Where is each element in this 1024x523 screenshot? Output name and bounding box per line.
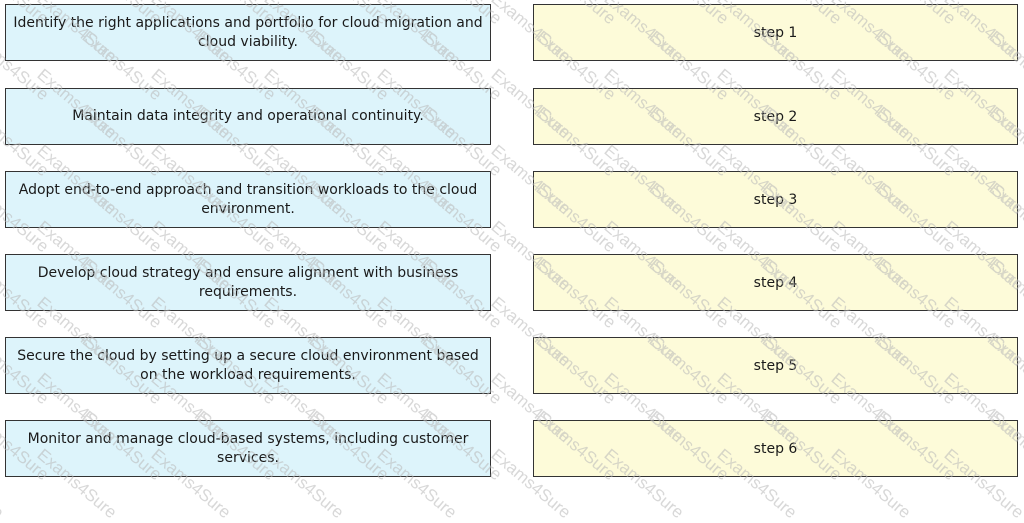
drag-drop-board: Identify the right applications and port… <box>5 4 1018 477</box>
answer-item-label: Monitor and manage cloud-based systems, … <box>27 430 469 466</box>
drop-target-label: step 3 <box>753 191 798 208</box>
drop-target-step-5[interactable]: step 5 <box>533 337 1018 394</box>
answer-item-monitor-and-manage[interactable]: Monitor and manage cloud-based systems, … <box>5 420 491 477</box>
answer-item-identify-applications[interactable]: Identify the right applications and port… <box>5 4 491 61</box>
answer-item-develop-cloud-strategy[interactable]: Develop cloud strategy and ensure alignm… <box>5 254 491 311</box>
drop-target-label: step 4 <box>753 274 798 291</box>
drop-target-step-1[interactable]: step 1 <box>533 4 1018 61</box>
drop-target-label: step 5 <box>753 357 798 374</box>
drop-target-label: step 6 <box>753 440 798 457</box>
answer-item-label: Maintain data integrity and operational … <box>72 108 424 124</box>
drop-target-label: step 1 <box>753 24 798 41</box>
answer-item-secure-the-cloud[interactable]: Secure the cloud by setting up a secure … <box>5 337 491 394</box>
answer-item-maintain-data-integrity[interactable]: Maintain data integrity and operational … <box>5 88 491 145</box>
answer-item-label: Secure the cloud by setting up a secure … <box>17 347 479 383</box>
drop-target-label: step 2 <box>753 108 798 125</box>
drop-target-step-4[interactable]: step 4 <box>533 254 1018 311</box>
drop-target-step-6[interactable]: step 6 <box>533 420 1018 477</box>
answer-item-label: Develop cloud strategy and ensure alignm… <box>37 264 459 300</box>
answer-item-label: Identify the right applications and port… <box>13 14 483 50</box>
drop-target-step-3[interactable]: step 3 <box>533 171 1018 228</box>
drop-target-step-2[interactable]: step 2 <box>533 88 1018 145</box>
answer-item-label: Adopt end-to-end approach and transition… <box>18 181 478 217</box>
answer-item-adopt-end-to-end[interactable]: Adopt end-to-end approach and transition… <box>5 171 491 228</box>
